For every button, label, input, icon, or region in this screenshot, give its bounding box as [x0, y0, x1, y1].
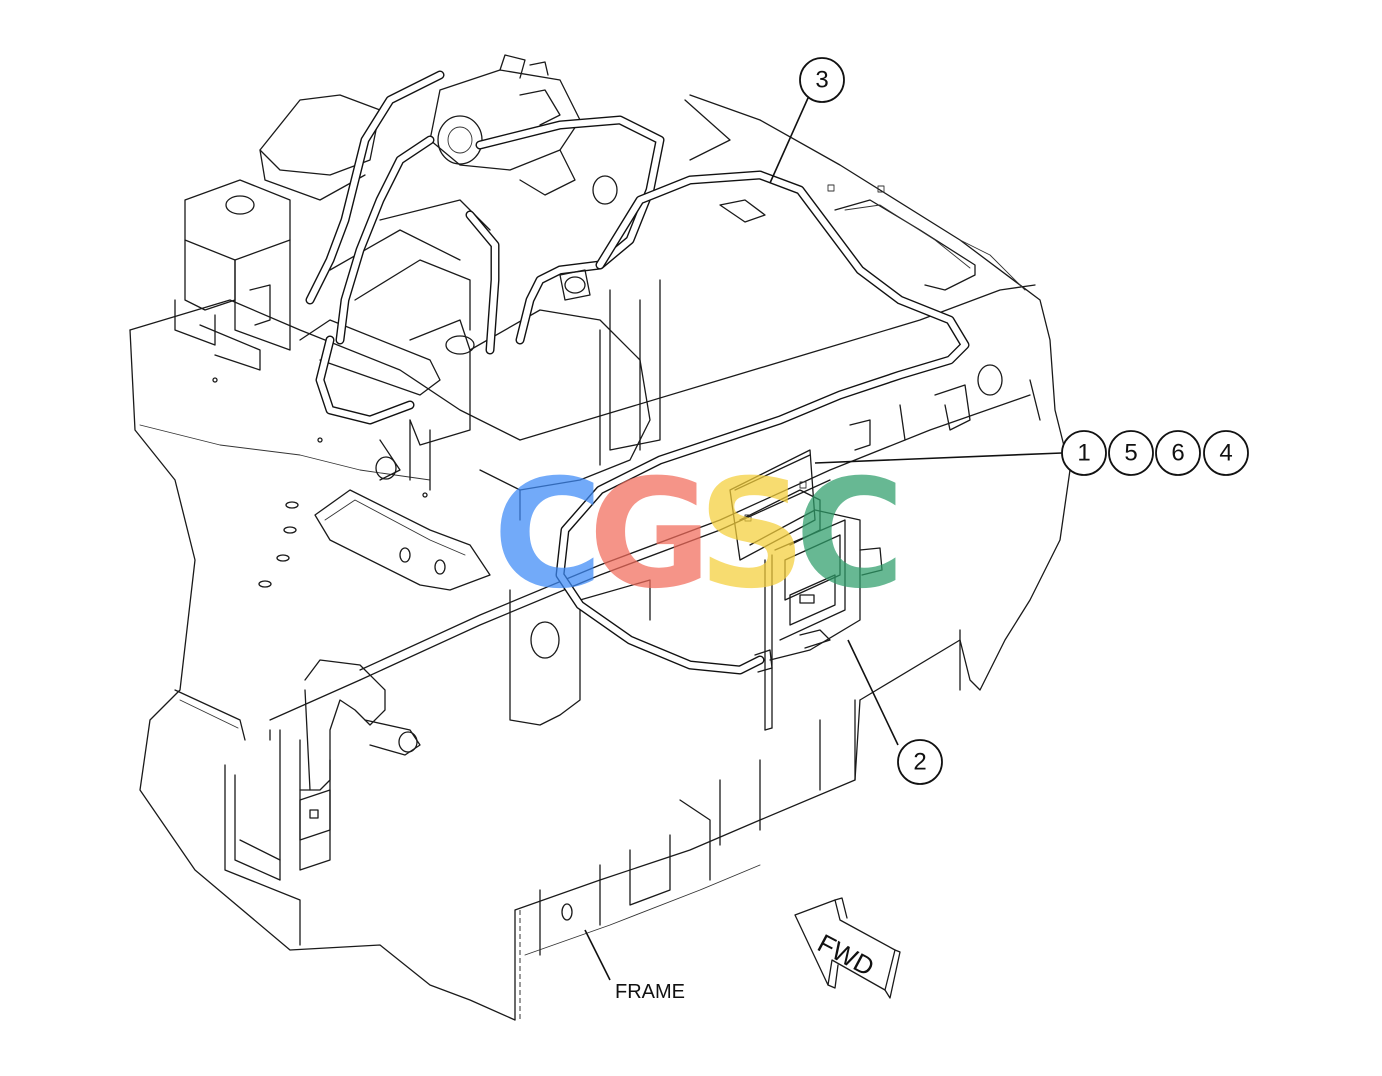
watermark-letter-g: G: [588, 448, 711, 622]
callout-2-text: 2: [913, 749, 926, 776]
callout-5-text: 5: [1124, 440, 1137, 467]
frame-label-group: FRAME: [584, 929, 685, 1003]
callout-2: 2: [897, 739, 943, 785]
watermark-letter-s: S: [698, 448, 806, 622]
watermark-letter-c2: C: [795, 448, 905, 622]
callout-6-text: 6: [1171, 440, 1184, 467]
callout-3-text: 3: [815, 67, 828, 94]
control-module-assembly: [729, 449, 883, 731]
forward-direction-arrow: FWD: [794, 897, 901, 999]
callout-3: 3: [799, 57, 845, 103]
engine-pump-assembly: [174, 54, 661, 521]
callout-4-text: 4: [1219, 440, 1232, 467]
watermark-letter-c1: C: [493, 448, 603, 622]
callout-6: 6: [1155, 430, 1201, 476]
callout-4: 4: [1203, 430, 1249, 476]
frame-label: FRAME: [615, 981, 685, 1003]
machine-frame: [129, 94, 1071, 1021]
callout-leaders: [769, 97, 1063, 746]
callout-1-text: 1: [1077, 440, 1090, 467]
callout-1: 1: [1061, 430, 1107, 476]
cgsc-watermark-logo: C G S C: [493, 448, 905, 622]
hose-lines: [305, 70, 970, 675]
callout-bubbles: 3 1 5 6 4 2: [799, 57, 1249, 785]
callout-5: 5: [1108, 430, 1154, 476]
